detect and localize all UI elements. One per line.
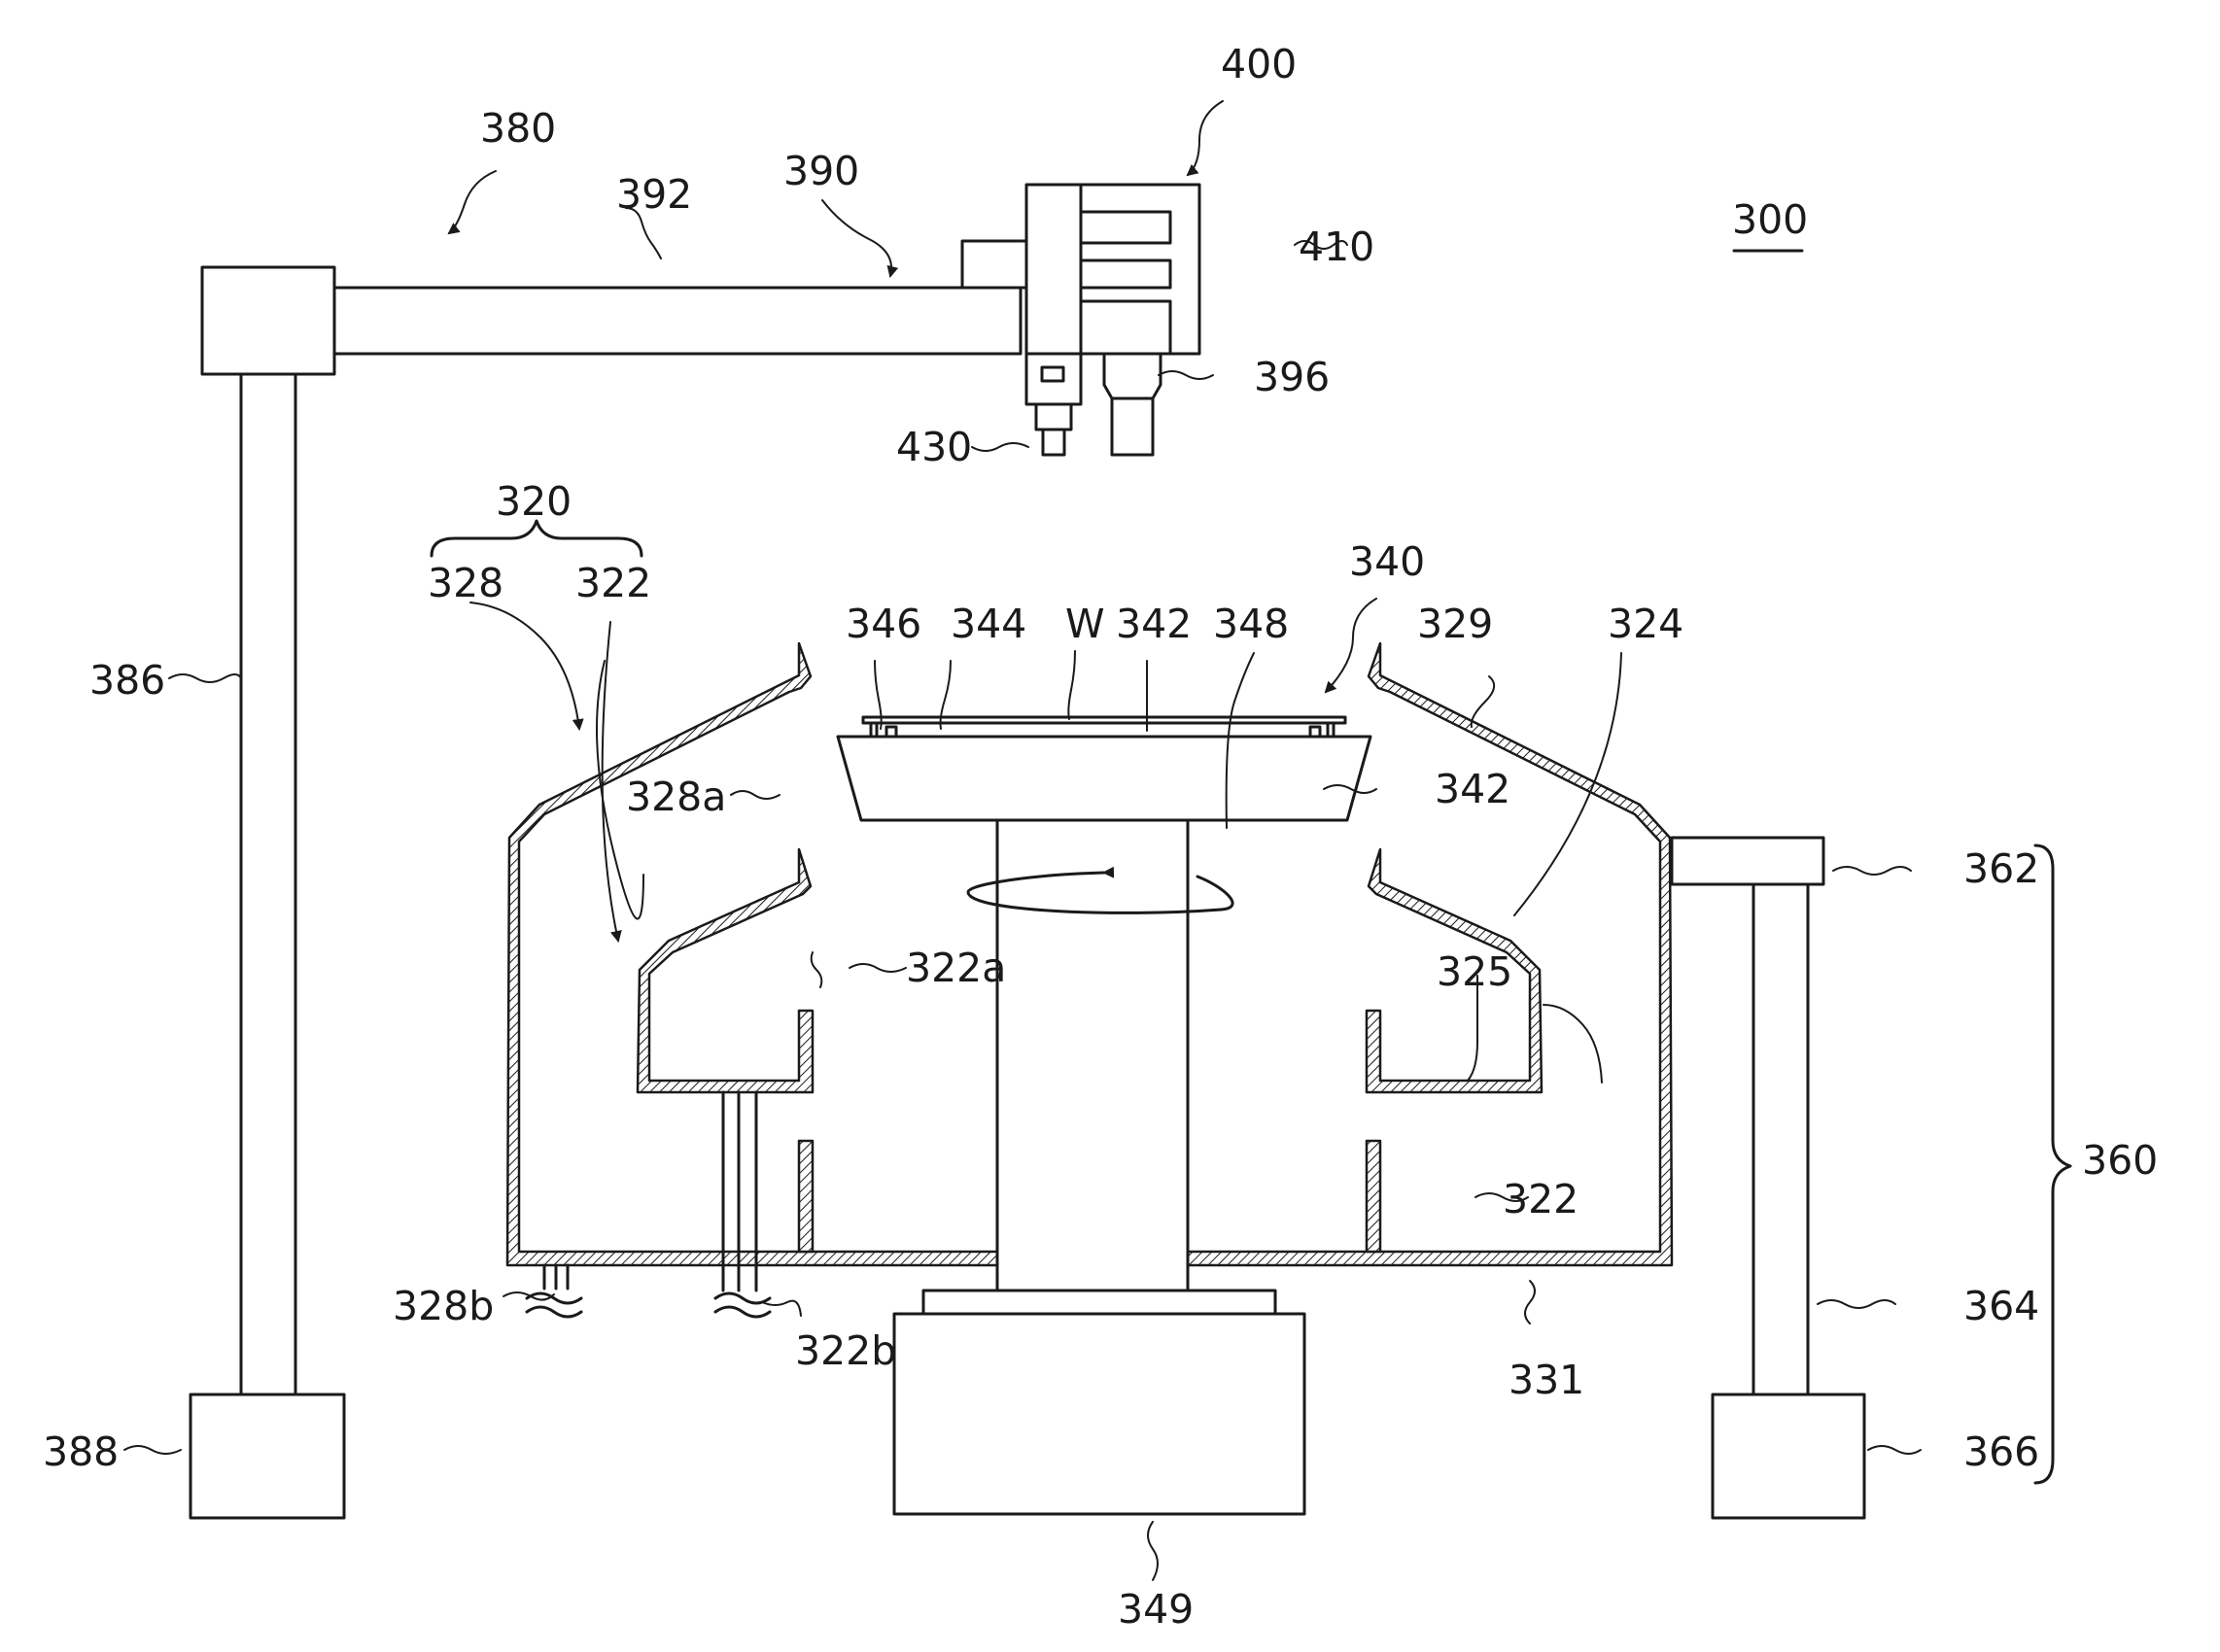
label-322b: 322b <box>795 1327 896 1374</box>
label-386: 386 <box>89 657 165 704</box>
label-348: 348 <box>1213 601 1289 647</box>
label-362: 362 <box>1963 845 2039 892</box>
nozzle-arm <box>334 241 1026 354</box>
label-400: 400 <box>1221 41 1297 87</box>
label-322-right: 322 <box>1503 1176 1578 1222</box>
label-366: 366 <box>1963 1428 2039 1475</box>
nozzle-head <box>1026 185 1199 455</box>
label-322-top: 322 <box>575 560 651 606</box>
label-328: 328 <box>428 560 503 606</box>
label-331: 331 <box>1509 1357 1584 1403</box>
label-349: 349 <box>1118 1586 1194 1633</box>
label-328a: 328a <box>626 774 726 820</box>
label-320: 320 <box>496 478 572 525</box>
label-342-side: 342 <box>1435 766 1510 812</box>
label-329: 329 <box>1417 601 1493 647</box>
label-300: 300 <box>1732 196 1808 243</box>
label-324: 324 <box>1608 601 1683 647</box>
label-360: 360 <box>2082 1137 2158 1184</box>
label-396: 396 <box>1254 354 1330 400</box>
label-340: 340 <box>1349 538 1425 585</box>
support-column <box>191 267 344 1518</box>
label-392: 392 <box>616 171 692 218</box>
spin-head <box>838 717 1370 1514</box>
label-388: 388 <box>43 1428 119 1475</box>
label-342-top: 342 <box>1116 601 1192 647</box>
label-325: 325 <box>1437 948 1512 995</box>
label-w: W <box>1065 601 1105 647</box>
label-380: 380 <box>480 105 556 152</box>
label-346: 346 <box>846 601 921 647</box>
lifting-unit <box>1672 838 1864 1518</box>
label-410: 410 <box>1299 224 1374 270</box>
label-430: 430 <box>896 424 972 470</box>
label-328b: 328b <box>393 1283 494 1329</box>
label-322a: 322a <box>906 945 1006 991</box>
drain-pipes <box>527 1092 770 1317</box>
label-390: 390 <box>783 148 859 194</box>
label-364: 364 <box>1963 1283 2039 1329</box>
label-344: 344 <box>951 601 1026 647</box>
